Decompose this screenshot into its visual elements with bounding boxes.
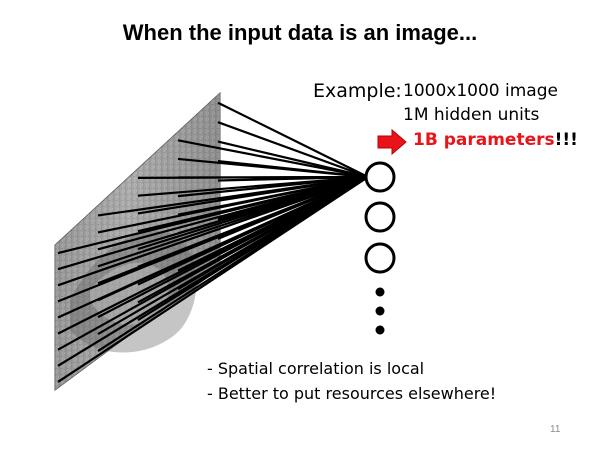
image-face-shading — [70, 231, 197, 353]
connection-line — [217, 175, 369, 240]
input-image-texture — [55, 93, 220, 390]
parameters-exclaim: !!! — [554, 130, 578, 150]
connection-lines — [57, 101, 369, 383]
example-parameters: 1B parameters!!! — [413, 130, 578, 150]
connection-line — [217, 175, 369, 182]
hidden-unit-3 — [364, 242, 396, 274]
bullet-item-1: - Spatial correlation is local — [207, 359, 425, 378]
connection-line — [177, 139, 369, 179]
slide-title: When the input data is an image... — [122, 20, 478, 45]
parameters-count: 1B parameters — [413, 130, 555, 150]
connection-line — [217, 175, 369, 221]
example-hidden-units: 1M hidden units — [403, 105, 540, 125]
connection-line — [217, 101, 369, 178]
ellipsis-dot-1 — [375, 287, 385, 297]
connection-line — [217, 159, 369, 179]
connection-line — [217, 121, 369, 179]
connection-line — [217, 175, 369, 202]
connection-line — [137, 175, 369, 233]
hidden-unit-1 — [364, 161, 396, 193]
ellipsis-dot-2 — [375, 306, 385, 316]
red-right-arrow-icon — [377, 128, 407, 156]
connection-line — [177, 175, 369, 198]
bullet-list: - Spatial correlation is local - Better … — [207, 356, 496, 406]
hidden-unit-2 — [364, 201, 396, 233]
connection-line — [217, 176, 369, 260]
page-number: 11 — [550, 424, 561, 435]
bullet-item-2: - Better to put resources elsewhere! — [207, 384, 497, 403]
example-label: Example: — [313, 80, 402, 102]
ellipsis-dot-3 — [375, 325, 385, 335]
connection-line — [217, 140, 369, 179]
example-image-size: 1000x1000 image — [403, 81, 558, 101]
connection-line — [177, 176, 369, 291]
connection-line — [177, 175, 369, 216]
connection-line — [177, 176, 369, 272]
